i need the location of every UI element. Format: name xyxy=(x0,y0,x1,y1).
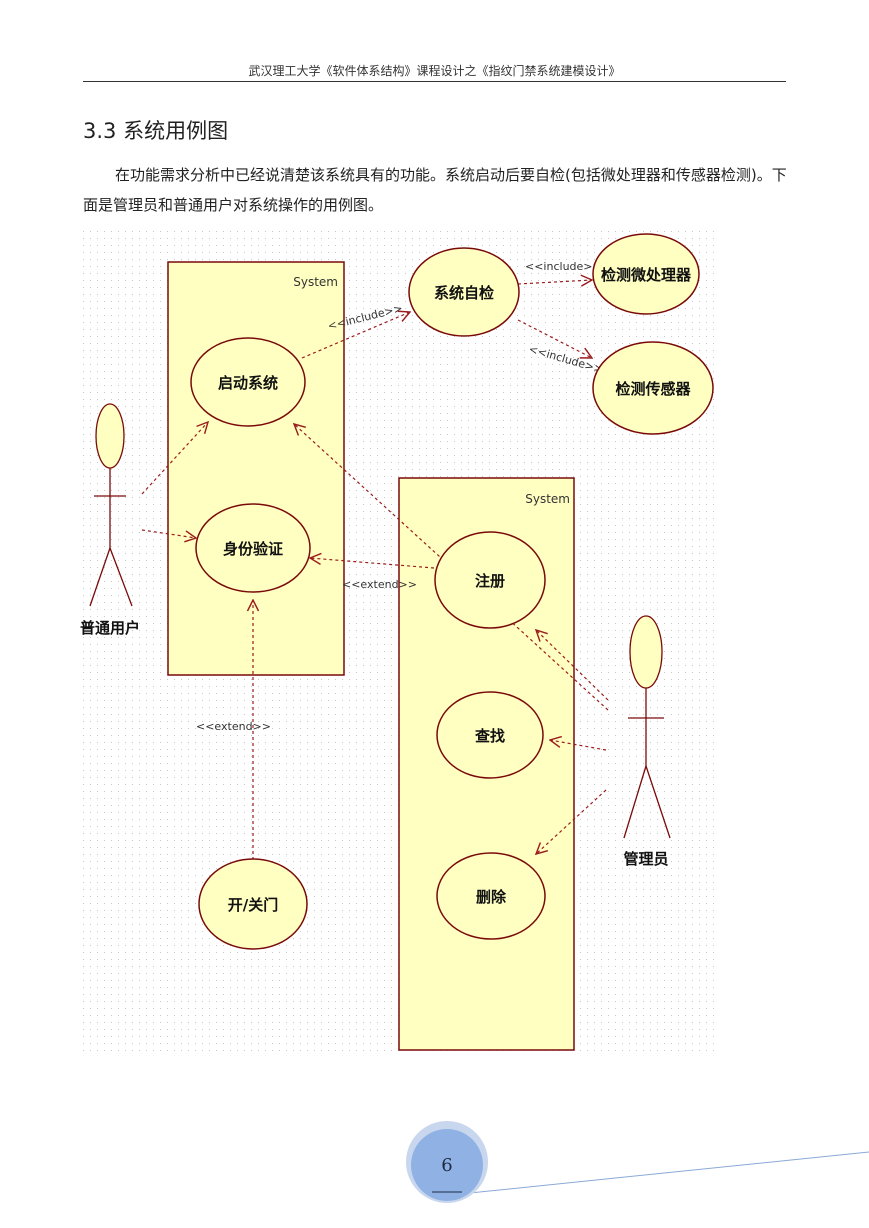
footer-decoration xyxy=(406,1121,869,1203)
relation-label-include: <<include>> xyxy=(525,260,602,273)
use-case-register xyxy=(434,531,546,629)
use-case-delete xyxy=(436,852,546,940)
running-header: 武汉理工大学《软件体系结构》课程设计之《指纹门禁系统建模设计》 xyxy=(248,64,621,78)
use-case-check-sensor xyxy=(592,341,714,435)
actor-administrator xyxy=(623,615,671,839)
header-rule xyxy=(83,81,786,82)
use-case-label: 删除 xyxy=(476,888,507,906)
use-case-check-microprocessor xyxy=(592,233,700,315)
relation-label-extend: <<extend>> xyxy=(196,720,271,733)
assoc-user-start xyxy=(141,422,208,495)
page-number-badge: 6 xyxy=(407,1122,487,1202)
use-case-label: 开/关门 xyxy=(228,896,278,914)
system-boundary-label: System xyxy=(525,492,570,506)
use-case-label: 注册 xyxy=(475,572,505,590)
system-boundary-label: System xyxy=(293,275,338,289)
actor-label: 普通用户 xyxy=(80,619,140,637)
include-selfcheck-cpu xyxy=(517,280,592,284)
system-boundary-left: System xyxy=(167,261,345,676)
use-case-diagram: System System <<include>> <<include>> <<… xyxy=(80,228,720,1056)
use-case-label: 检测传感器 xyxy=(615,380,691,398)
extend-register-auth xyxy=(310,558,435,569)
relation-label-extend: <<extend>> xyxy=(342,578,417,591)
use-case-label: 查找 xyxy=(475,727,505,745)
assoc-admin-delete xyxy=(536,789,607,854)
use-case-label: 启动系统 xyxy=(218,374,278,392)
assoc-admin-register xyxy=(536,630,609,701)
use-case-search xyxy=(436,691,544,779)
page-number: 6 xyxy=(441,1155,453,1176)
use-case-open-close-door xyxy=(198,858,308,950)
section-title: 3.3 系统用例图 xyxy=(83,119,229,143)
use-case-label: 系统自检 xyxy=(434,284,494,302)
use-case-label: 身份验证 xyxy=(223,540,283,558)
intro-paragraph: 在功能需求分析中已经说清楚该系统具有的功能。系统启动后要自检(包括微处理器和传感… xyxy=(83,166,787,214)
use-case-authentication xyxy=(195,503,311,593)
actor-regular-user xyxy=(89,403,133,607)
use-case-self-check xyxy=(408,247,520,337)
include-start-selfcheck xyxy=(301,312,410,359)
include-selfcheck-sensor xyxy=(517,319,592,358)
use-case-label: 检测微处理器 xyxy=(601,266,692,284)
actor-label: 管理员 xyxy=(623,850,668,868)
use-case-start-system xyxy=(190,337,306,427)
